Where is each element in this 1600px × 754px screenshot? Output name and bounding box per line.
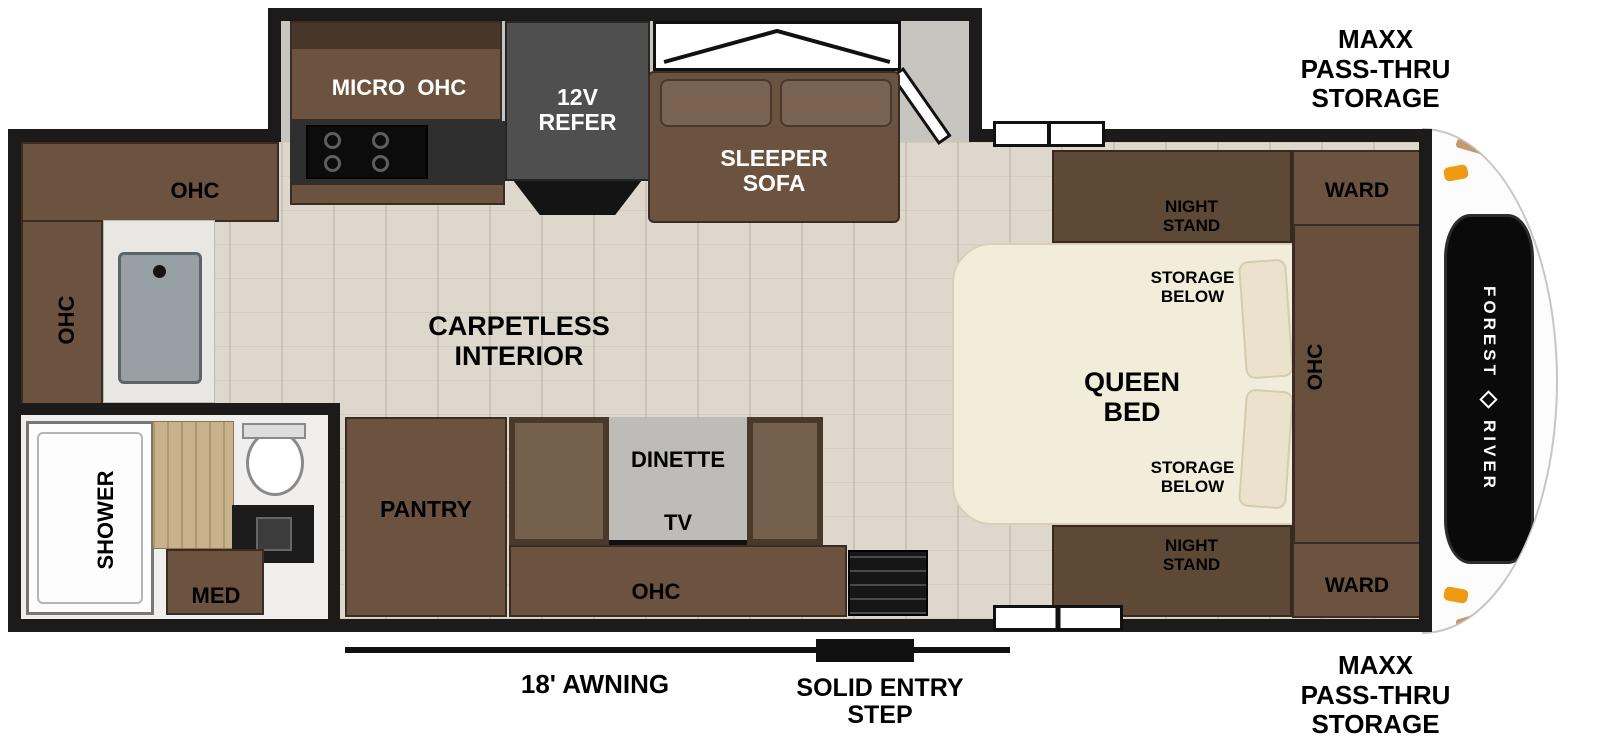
kitchen-upper-cabinet (290, 21, 502, 121)
shower-pan (37, 432, 143, 604)
kitchen-cabinet-face (290, 183, 505, 205)
wall-slide-left (268, 8, 281, 142)
pass-thru-storage-top-label: MAXX PASS-THRU STORAGE (1300, 23, 1451, 114)
micro-ohc-label: MICRO OHC (331, 74, 467, 100)
wall-right (1419, 129, 1432, 632)
storage-below-bottom-label: STORAGE BELOW (1150, 458, 1235, 496)
burner-icon (324, 132, 341, 149)
wall-slide-top (268, 8, 982, 21)
shower-label: SHOWER (92, 470, 118, 570)
awning-line (345, 647, 1010, 653)
kitchen-countertop-edge (292, 23, 500, 49)
dinette-bench-right (747, 417, 823, 545)
ohc-left-label: OHC (53, 295, 79, 345)
night-stand-top-label: NIGHT STAND (1162, 197, 1221, 235)
med-label: MED (191, 582, 241, 608)
wardrobe-bottom (1292, 542, 1422, 618)
marker-light-top-icon (1442, 164, 1470, 182)
wall-slide-right (969, 8, 982, 142)
brand-name-last: RIVER (1480, 419, 1499, 492)
wall-top-left (8, 129, 280, 142)
brand-name-first: FOREST (1480, 286, 1499, 379)
sleeper-sofa (648, 71, 900, 223)
refrigerator (505, 21, 650, 181)
burner-icon (372, 155, 389, 172)
brand-diamond-icon (1479, 390, 1499, 409)
ohc-top-label: OHC (170, 177, 220, 203)
wall-bottom (8, 619, 1432, 632)
toilet (246, 430, 304, 496)
kitchen-sink (118, 252, 202, 384)
night-stand-bottom-label: NIGHT STAND (1162, 536, 1221, 574)
storage-below-top-label: STORAGE BELOW (1150, 268, 1235, 306)
night-stand-top (1052, 150, 1292, 243)
wall-bath-top (8, 403, 340, 415)
ohc-bottom-label: OHC (631, 578, 681, 604)
sofa-window (653, 21, 901, 71)
queen-bed-label: QUEEN BED (1083, 367, 1181, 427)
front-cap: FOREST RIVER (1422, 128, 1558, 634)
dinette-table-area (609, 417, 747, 563)
ward-bottom-label: WARD (1324, 574, 1390, 598)
entry-step (816, 639, 914, 662)
pass-thru-storage-bottom-label: MAXX PASS-THRU STORAGE (1300, 649, 1451, 740)
burner-icon (372, 132, 389, 149)
entry-door-mat (848, 550, 928, 616)
dinette-label: DINETTE (630, 446, 726, 472)
bedroom-dresser (1292, 150, 1422, 618)
toilet-tank (242, 423, 306, 439)
shower-stall (26, 421, 154, 615)
burner-icon (324, 155, 341, 172)
bedroom-window-bottom (993, 605, 1123, 631)
wall-left (8, 129, 21, 632)
vanity-sink-icon (256, 517, 292, 551)
pantry-label: PANTRY (380, 496, 472, 523)
bedroom-window-top (993, 121, 1105, 147)
sofa-cushion (660, 79, 772, 127)
ohc-cabinet-top-left (21, 142, 279, 222)
tv-label: TV (663, 509, 693, 535)
night-stand-bottom (1052, 525, 1292, 617)
entry-step-label: SOLID ENTRY STEP (796, 673, 964, 729)
med-cabinet (166, 549, 264, 615)
ward-top-label: WARD (1324, 179, 1390, 203)
ohc-cabinet-left (21, 220, 103, 412)
sleeper-sofa-label: SLEEPER SOFA (720, 144, 828, 196)
bedroom-ohc-label: OHC (1304, 343, 1328, 391)
wall-bath-right (328, 403, 340, 632)
ohc-cabinet-bottom (509, 545, 847, 617)
carpetless-interior-label: CARPETLESS INTERIOR (428, 311, 610, 371)
faucet-icon (153, 265, 166, 278)
marker-light-bottom-icon (1442, 586, 1470, 604)
refer-label: 12V REFER (538, 83, 617, 135)
window-mullion-icon (663, 28, 891, 64)
brand-logo-wrap: FOREST RIVER (1474, 224, 1504, 554)
stove-icon (306, 125, 428, 179)
linen-panel (152, 421, 234, 549)
awning-label: 18' AWNING (520, 668, 670, 699)
wardrobe-top (1292, 150, 1422, 226)
sofa-cushion (780, 79, 892, 127)
dinette-bench-left (509, 417, 609, 545)
pantry-cabinet (345, 417, 507, 617)
front-cap-window: FOREST RIVER (1444, 214, 1534, 564)
